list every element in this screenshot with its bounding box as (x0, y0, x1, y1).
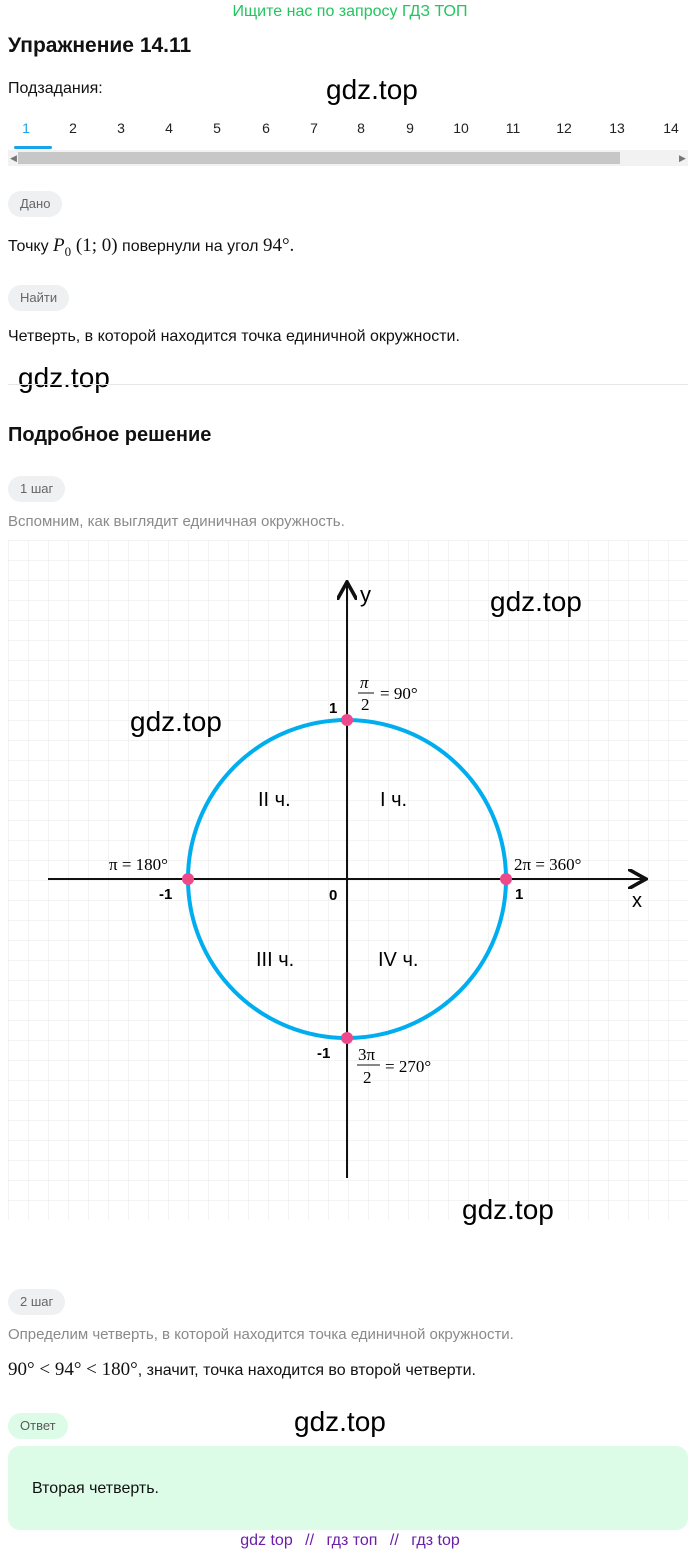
subtasks-label: Подзадания: (8, 80, 103, 97)
svg-text:2: 2 (363, 1068, 372, 1087)
watermark: gdz.top (130, 706, 222, 737)
point-270 (341, 1032, 353, 1044)
top-banner: Ищите нас по запросу ГДЗ ТОП (232, 3, 468, 20)
step2-conclusion: 90° < 94° < 180°, значит, точка находитс… (8, 1358, 476, 1382)
tab-14[interactable]: 14 (663, 120, 679, 136)
given-text: Точку P0 (1; 0) повернули на угол 94°. (8, 234, 295, 259)
svg-text:2: 2 (361, 695, 370, 714)
conclusion-text: , значит, точка находится во второй четв… (137, 1362, 476, 1379)
inequality: 90° < 94° < 180° (8, 1359, 138, 1380)
answer-text: Вторая четверть. (32, 1480, 159, 1497)
point-90 (341, 714, 353, 726)
tab-4[interactable]: 4 (165, 120, 173, 136)
footer-separator: // (305, 1532, 315, 1549)
given-text-before: Точку (8, 238, 49, 255)
page-title: Упражнение 14.11 (8, 34, 192, 57)
footer-separator: // (389, 1532, 399, 1549)
point-360 (500, 873, 512, 885)
svg-text:π: π (360, 673, 369, 692)
subtask-tabs: 1 2 3 4 5 6 7 8 9 10 11 12 13 14 (8, 118, 692, 152)
tab-5[interactable]: 5 (213, 120, 221, 136)
given-angle: 94°. (262, 235, 295, 256)
step1-text: Вспомним, как выглядит единичная окружно… (8, 513, 345, 530)
unit-circle-diagram: y x 0 1 -1 1 -1 I ч. II ч. III ч. IV ч. … (8, 540, 688, 1220)
origin-label: 0 (329, 887, 337, 904)
tab-13[interactable]: 13 (609, 120, 625, 136)
quadrant-3-label: III ч. (256, 949, 294, 971)
tab-6[interactable]: 6 (262, 120, 270, 136)
watermark: gdz.top (18, 362, 110, 393)
tick-neg-x: -1 (159, 886, 172, 903)
tab-1[interactable]: 1 (22, 120, 30, 136)
label-360: 2π = 360° (514, 855, 581, 874)
watermark: gdz.top (462, 1194, 554, 1225)
tab-2[interactable]: 2 (69, 120, 77, 136)
answer-box (8, 1446, 688, 1530)
tab-12[interactable]: 12 (556, 120, 572, 136)
footer-link-gdz-top[interactable]: gdz top (240, 1532, 293, 1549)
footer-link-gdz-top-ru[interactable]: гдз топ (326, 1532, 378, 1549)
tab-3[interactable]: 3 (117, 120, 125, 136)
tab-10[interactable]: 10 (453, 120, 469, 136)
answer-chip: Ответ (8, 1413, 68, 1439)
quadrant-4-label: IV ч. (378, 949, 418, 971)
solution-heading: Подробное решение (8, 424, 212, 446)
find-text: Четверть, в которой находится точка един… (8, 328, 460, 345)
watermark: gdz.top (326, 74, 418, 105)
find-chip: Найти (8, 285, 70, 311)
given-text-mid: повернули на угол (122, 238, 259, 255)
tick-neg-y: -1 (317, 1045, 330, 1062)
scroll-right-arrow-icon[interactable]: ▶ (679, 153, 686, 163)
tab-7[interactable]: 7 (310, 120, 318, 136)
section-divider (8, 384, 688, 385)
scrollbar-thumb[interactable] (18, 152, 620, 164)
given-chip: Дано (8, 191, 63, 217)
x-axis-label: x (632, 890, 642, 912)
tick-pos-y: 1 (329, 700, 337, 717)
footer-link-gdz-top-mixed[interactable]: гдз top (411, 1532, 460, 1549)
label-270: 3π 2 = 270° (357, 1045, 431, 1087)
quadrant-1-label: I ч. (380, 789, 407, 811)
tab-9[interactable]: 9 (406, 120, 414, 136)
svg-text:= 270°: = 270° (385, 1057, 431, 1076)
footer-links: gdz top // гдз топ // гдз top (0, 1532, 700, 1550)
scroll-left-arrow-icon[interactable]: ◀ (10, 153, 17, 163)
point-180 (182, 873, 194, 885)
tab-11[interactable]: 11 (505, 120, 521, 136)
svg-text:= 90°: = 90° (380, 684, 418, 703)
point-label: P0 (1; 0) (53, 235, 118, 259)
svg-text:3π: 3π (358, 1045, 376, 1064)
label-90: π 2 = 90° (358, 673, 418, 714)
y-axis-label: y (360, 582, 371, 607)
step1-chip: 1 шаг (8, 476, 66, 502)
quadrant-2-label: II ч. (258, 789, 291, 811)
watermark: gdz.top (490, 586, 582, 617)
tick-pos-x: 1 (515, 886, 523, 903)
step2-text: Определим четверть, в которой находится … (8, 1326, 514, 1343)
active-tab-indicator (14, 146, 52, 149)
tab-8[interactable]: 8 (357, 120, 365, 136)
watermark: gdz.top (294, 1406, 386, 1437)
label-180: π = 180° (109, 855, 168, 874)
step2-chip: 2 шаг (8, 1289, 66, 1315)
